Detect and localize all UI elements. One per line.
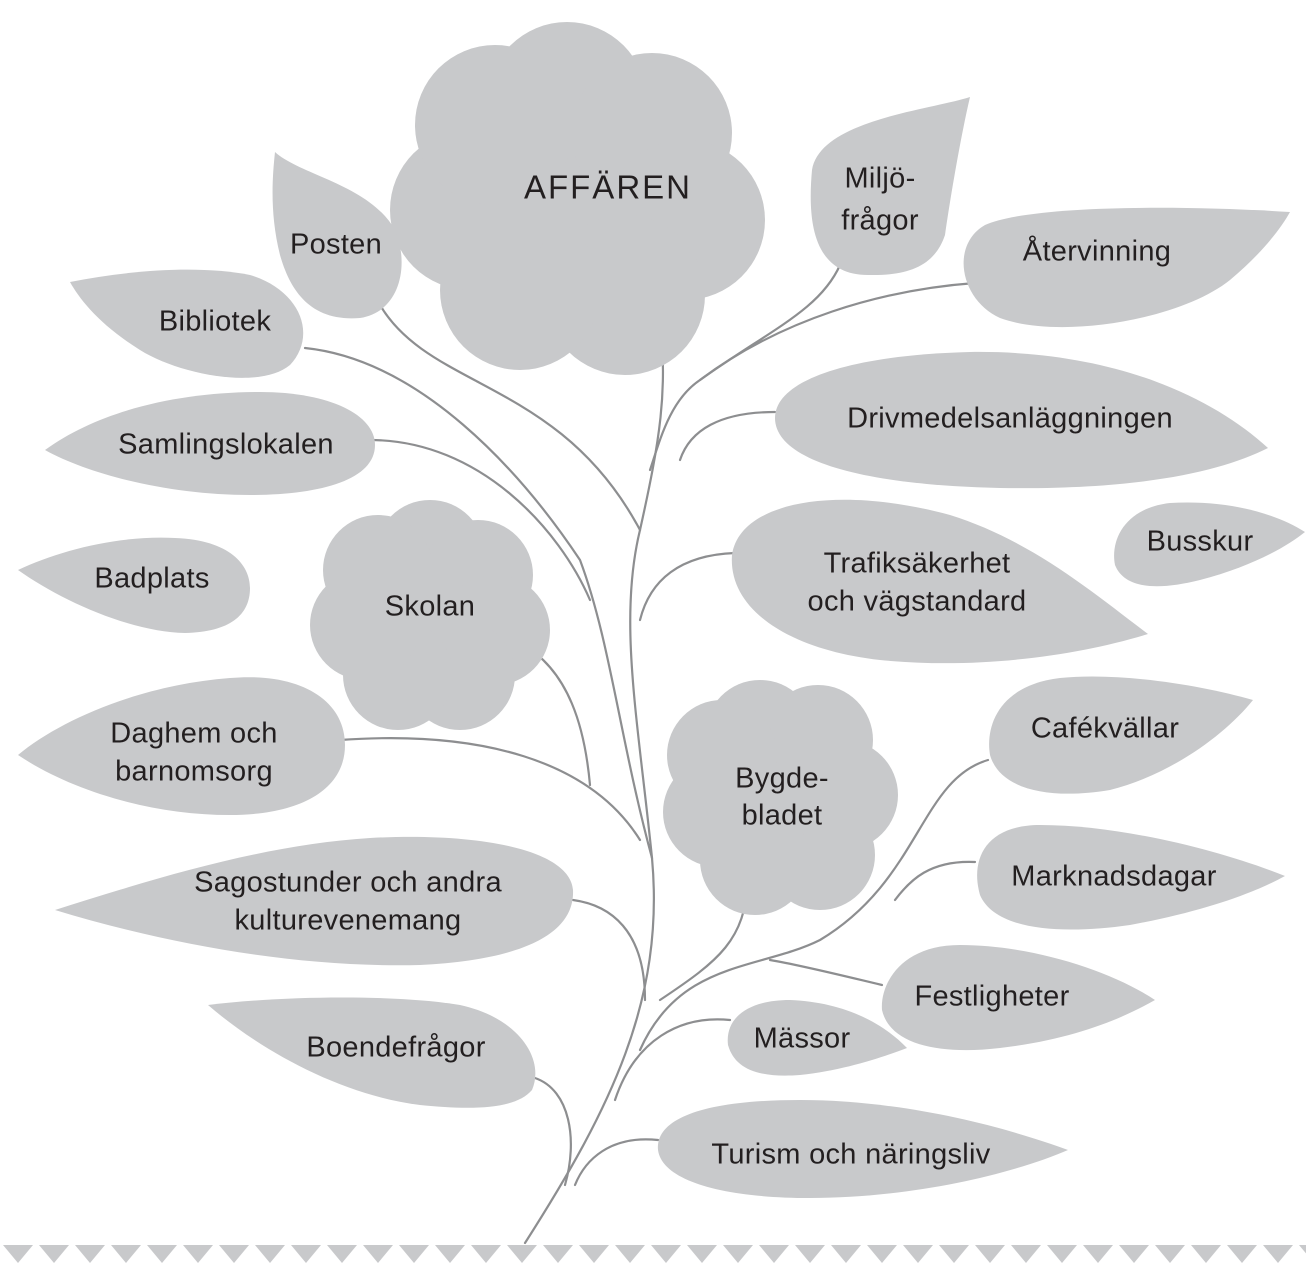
ground-triangle [903,1245,933,1263]
leaf-bibliotek: Bibliotek [70,269,304,378]
ground-triangle [507,1245,537,1263]
leaf-busskur: Busskur [1114,502,1305,587]
daghem-label-2: barnomsorg [115,756,273,788]
ground-triangle [579,1245,609,1263]
ground-triangle [363,1245,393,1263]
leaf-cafekvallar: Cafékvällar [989,676,1253,794]
stem-atervinning [698,281,977,382]
miljofragor-label-1: Miljö- [844,163,915,195]
affaren-label: AFFÄREN [524,169,692,206]
flower-skolan: Skolan [310,500,550,730]
leaf-miljofragor: Miljö- frågor [810,97,970,276]
ground-triangle [1119,1245,1149,1263]
ground-triangle [1083,1245,1113,1263]
leaf-posten: Posten [272,152,402,319]
stem-festligheter [768,958,884,987]
stem-bibliotek [303,346,654,860]
trafik-label-1: Trafiksäkerhet [824,548,1011,580]
leaf-boendefragor: Boendefrågor [208,997,536,1108]
ground-triangle [1299,1245,1306,1254]
main-trunk [523,318,665,1245]
ground-triangle [687,1245,717,1263]
leaf-massor: Mässor [727,1000,907,1076]
daghem-label-1: Daghem och [110,718,277,750]
ground-triangle [615,1245,645,1263]
ground-triangle [399,1245,429,1263]
leaf-drivmedel: Drivmedelsanläggningen [775,351,1268,489]
stem-samlingslokalen [368,438,592,602]
ground-triangle [471,1245,501,1263]
ground-triangle [219,1245,249,1263]
ground-triangle [939,1245,969,1263]
sagostunder-label-2: kulturevenemang [235,905,462,937]
ground-triangle [435,1245,465,1263]
stem-turism [573,1138,660,1187]
leaf-daghem: Daghem och barnomsorg [18,677,345,815]
stem-daghem [338,737,642,842]
ground-triangle [3,1245,33,1263]
ground-triangle [1227,1245,1257,1263]
atervinning-label: Återvinning [1023,235,1171,268]
cafekvallar-label: Cafékvällar [1031,713,1179,745]
badplats-label: Badplats [94,563,209,595]
busskur-label: Busskur [1147,526,1254,558]
ground-triangle [39,1245,69,1263]
ground-triangle [795,1245,825,1263]
ground-triangle [147,1245,177,1263]
stem-boende [533,1076,572,1187]
ground-triangle [1047,1245,1077,1263]
posten-label: Posten [290,229,382,261]
leaf-festligheter: Festligheter [881,945,1155,1051]
ground-triangle [291,1245,321,1263]
miljofragor-label-2: frågor [841,205,919,237]
flower-affaren: AFFÄREN [390,22,765,375]
stem-trafik [638,551,737,622]
stem-cafekvallar [638,758,990,1052]
bygdebladet-label-2: bladet [742,800,823,832]
ground-triangle-border [3,1245,1306,1263]
stem-massor [613,1018,732,1102]
leaf-badplats: Badplats [18,537,250,633]
leaf-sagostunder: Sagostunder och andra kulturevenemang [55,836,574,966]
ground-triangle [651,1245,681,1263]
stem-marknadsdagar [893,860,977,902]
leaf-samlingslokalen: Samlingslokalen [45,392,375,495]
stem-posten [378,303,642,532]
ground-triangle [831,1245,861,1263]
skolan-label: Skolan [385,591,475,623]
samlingslokalen-label: Samlingslokalen [118,429,334,461]
massor-label: Mässor [754,1023,851,1055]
leaf-trafik: Trafiksäkerhet och vägstandard [731,499,1148,664]
ground-triangle [867,1245,897,1263]
ground-triangle [183,1245,213,1263]
ground-triangle [1155,1245,1185,1263]
leaf-turism: Turism och näringsliv [657,1100,1068,1198]
leaf-atervinning: Återvinning [963,207,1290,328]
flower-bygdebladet: Bygde- bladet [663,680,898,915]
marknadsdagar-label: Marknadsdagar [1011,861,1216,893]
drivmedel-label: Drivmedelsanläggningen [847,403,1173,435]
ground-triangle [327,1245,357,1263]
ground-triangle [1263,1245,1293,1263]
ground-triangle [723,1245,753,1263]
ground-triangle [255,1245,285,1263]
boendefragor-label: Boendefrågor [306,1032,485,1064]
bygdebladet-label-1: Bygde- [735,763,829,795]
ground-triangle [1011,1245,1041,1263]
trafik-label-2: och vägstandard [808,586,1027,618]
ground-triangle [975,1245,1005,1263]
stem-sagostunder [571,898,647,1002]
ground-triangle [75,1245,105,1263]
festligheter-label: Festligheter [914,981,1069,1013]
ground-triangle [543,1245,573,1263]
ground-triangle [1191,1245,1221,1263]
ground-triangle [759,1245,789,1263]
stem-drivmedel [678,410,777,462]
leaf-marknadsdagar: Marknadsdagar [977,825,1285,930]
turism-label: Turism och näringsliv [711,1139,990,1171]
ground-triangle [111,1245,141,1263]
bibliotek-label: Bibliotek [159,306,272,338]
sagostunder-label-1: Sagostunder och andra [194,867,502,899]
